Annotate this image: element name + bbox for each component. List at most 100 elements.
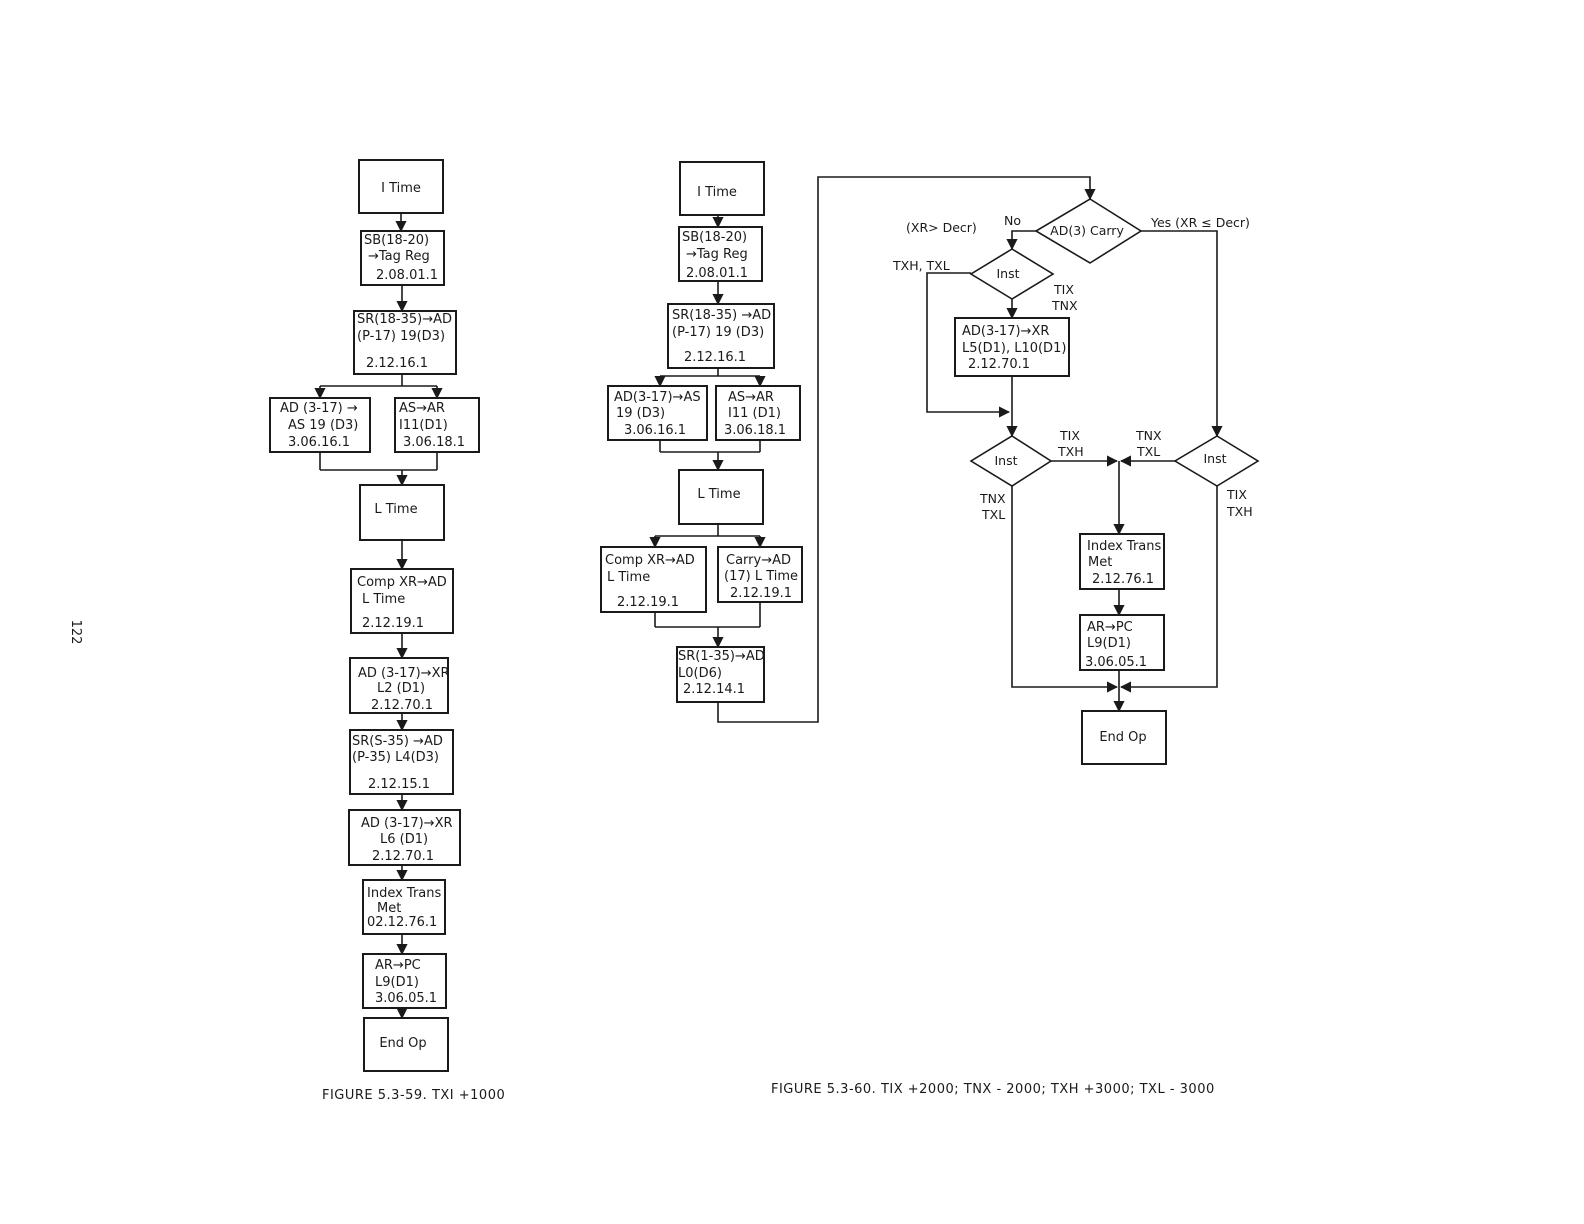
fig60-carry-decision: AD(3) Carry: [1034, 198, 1143, 264]
decision-label: Inst: [1203, 451, 1226, 466]
box-line: 3.06.18.1: [724, 423, 786, 438]
box-line: 2.08.01.1: [686, 266, 748, 281]
box-line: AD (3-17)→XR: [358, 666, 450, 681]
box-line: 2.12.70.1: [968, 357, 1030, 372]
box-line: 2.08.01.1: [376, 268, 438, 283]
box-line: Comp XR→AD: [357, 575, 447, 590]
figure-5-3-59: I Time SB(18-20) →Tag Reg 2.08.01.1 SR(1…: [269, 159, 505, 1103]
box-line: 2.12.76.1: [1092, 572, 1154, 587]
decision-label: Inst: [994, 453, 1017, 468]
fig60-sb-tagreg-box: SB(18-20) →Tag Reg 2.08.01.1: [678, 226, 763, 282]
box-line: AD (3-17) →: [280, 401, 358, 416]
box-line: (17) L Time: [724, 569, 798, 584]
fig60-carry-ad-box: Carry→AD (17) L Time 2.12.19.1: [717, 546, 803, 603]
box-line: AR→PC: [1087, 620, 1133, 635]
box-line: AS→AR: [399, 401, 445, 416]
box-line: 19 (D3): [616, 406, 665, 421]
box-line: AD (3-17)→XR: [361, 816, 453, 831]
branch-label-txh-mid: TXH: [1057, 444, 1084, 459]
box-line: AS→AR: [728, 390, 774, 405]
branch-label-tnx-left: TNX: [979, 491, 1006, 506]
fig60-comp-xr-box: Comp XR→AD L Time 2.12.19.1: [600, 546, 707, 613]
box-line: SR(18-35)→AD: [357, 312, 452, 327]
box-line: End Op: [1099, 730, 1146, 745]
decision-label: AD(3) Carry: [1050, 223, 1124, 238]
box-line: L9(D1): [1087, 636, 1131, 651]
box-line: Met: [377, 901, 401, 916]
fig60-ad-xr-box: AD(3-17)→XR L5(D1), L10(D1) 2.12.70.1: [954, 317, 1070, 377]
box-line: L Time: [374, 502, 417, 517]
branch-label-txh-right: TXH: [1226, 504, 1253, 519]
box-line: L0(D6): [678, 666, 722, 681]
box-line: 3.06.05.1: [375, 991, 437, 1006]
box-line: 2.12.19.1: [730, 586, 792, 601]
box-line: 3.06.18.1: [403, 435, 465, 450]
fig60-inst-right-decision: Inst: [1173, 435, 1260, 487]
box-line: Index Trans: [1087, 539, 1162, 554]
box-line: End Op: [379, 1036, 426, 1051]
box-line: →Tag Reg: [368, 249, 430, 264]
fig60-ltime-box: L Time: [678, 469, 764, 525]
fig59-ad-xr-box: AD (3-17)→XR L2 (D1) 2.12.70.1: [349, 657, 450, 714]
box-line: 3.06.16.1: [624, 423, 686, 438]
box-line: 3.06.05.1: [1085, 655, 1147, 670]
fig59-ar-pc-box: AR→PC L9(D1) 3.06.05.1: [362, 953, 447, 1009]
fig60-end-op-box: End Op: [1081, 710, 1167, 765]
figure-caption: FIGURE 5.3-60. TIX +2000; TNX - 2000; TX…: [771, 1082, 1215, 1097]
branch-label-no: No: [1004, 213, 1021, 228]
fig59-connectors: [314, 213, 443, 1020]
box-line: AR→PC: [375, 958, 421, 973]
branch-label-txl-mid: TXL: [1136, 444, 1160, 459]
box-line: Carry→AD: [726, 553, 791, 568]
box-line: 2.12.15.1: [368, 777, 430, 792]
box-line: SB(18-20): [364, 233, 429, 248]
branch-label-tix-right: TIX: [1226, 487, 1247, 502]
box-line: 2.12.14.1: [683, 682, 745, 697]
box-line: (P-35) L4(D3): [352, 750, 439, 765]
fig59-ad-as-box: AD (3-17) → AS 19 (D3) 3.06.16.1: [269, 397, 371, 453]
fig59-ad-xr-l6-box: AD (3-17)→XR L6 (D1) 2.12.70.1: [348, 809, 461, 866]
box-line: L Time: [362, 592, 405, 607]
figure-5-3-60: I Time SB(18-20) →Tag Reg 2.08.01.1 SR(1…: [600, 161, 1260, 1097]
box-line: SR(18-35) →AD: [672, 308, 771, 323]
fig59-index-trans-box: Index Trans Met 02.12.76.1: [362, 879, 446, 935]
box-line: L6 (D1): [380, 832, 428, 847]
fig60-inst-left-decision: Inst: [969, 435, 1053, 487]
branch-label-tix: TIX: [1053, 282, 1074, 297]
fig59-itime-box: I Time: [358, 159, 444, 214]
box-line: L Time: [697, 487, 740, 502]
box-line: 2.12.16.1: [366, 356, 428, 371]
fig60-ar-pc-box: AR→PC L9(D1) 3.06.05.1: [1079, 614, 1165, 671]
box-line: I11 (D1): [728, 406, 781, 421]
box-line: 2.12.70.1: [371, 698, 433, 713]
fig60-index-trans-box: Index Trans Met 2.12.76.1: [1079, 533, 1165, 590]
branch-label-txl-left: TXL: [981, 507, 1005, 522]
box-line: SR(S-35) →AD: [352, 734, 443, 749]
box-line: Index Trans: [367, 886, 442, 901]
fig59-comp-xr-box: Comp XR→AD L Time 2.12.19.1: [350, 568, 454, 634]
fig60-sr-1-35-box: SR(1-35)→AD L0(D6) 2.12.14.1: [676, 646, 765, 703]
fig60-sr-ad-box: SR(18-35) →AD (P-17) 19 (D3) 2.12.16.1: [667, 303, 775, 369]
figure-caption: FIGURE 5.3-59. TXI +1000: [322, 1088, 505, 1103]
box-line: L2 (D1): [377, 681, 425, 696]
fig60-left-connectors: [649, 176, 1096, 723]
box-line: 02.12.76.1: [367, 915, 437, 930]
fig60-inst-top-decision: Inst: [969, 248, 1055, 300]
box-line: AD(3-17)→AS: [614, 390, 701, 405]
box-line: L9(D1): [375, 975, 419, 990]
box-line: I11(D1): [399, 418, 448, 433]
box-line: (P-17) 19 (D3): [672, 325, 764, 340]
box-line: AD(3-17)→XR: [962, 324, 1049, 339]
fig59-sr-s35-box: SR(S-35) →AD (P-35) L4(D3) 2.12.15.1: [349, 729, 454, 795]
box-line: 3.06.16.1: [288, 435, 350, 450]
decision-label: Inst: [996, 266, 1019, 281]
fig60-ad-as-box: AD(3-17)→AS 19 (D3) 3.06.16.1: [607, 385, 708, 441]
box-line: 2.12.16.1: [684, 350, 746, 365]
box-line: AS 19 (D3): [288, 418, 358, 433]
branch-label-tix-mid: TIX: [1059, 428, 1080, 443]
box-line: 2.12.70.1: [372, 849, 434, 864]
fig59-sb-tagreg-box: SB(18-20) →Tag Reg 2.08.01.1: [360, 230, 445, 286]
box-line: SR(1-35)→AD: [678, 649, 765, 664]
box-line: I Time: [697, 185, 737, 200]
